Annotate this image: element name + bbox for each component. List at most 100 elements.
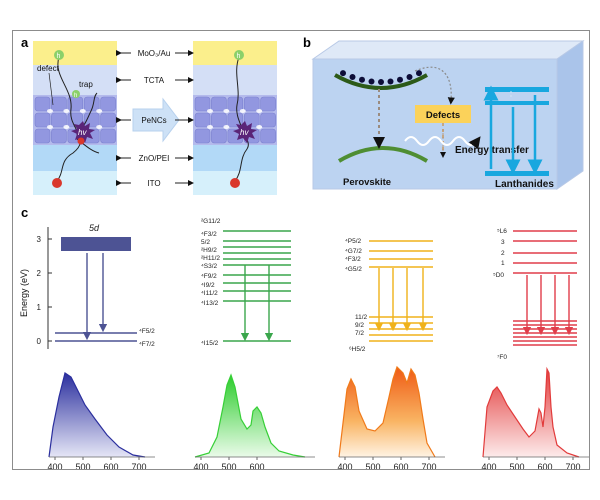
hole-carrier xyxy=(54,50,64,60)
tb-level-label: ⁴I9/2 xyxy=(201,282,215,289)
spectrum-fill xyxy=(483,369,579,457)
nanocrystal xyxy=(51,96,67,112)
spectrum-tick-label: 600 xyxy=(393,462,408,469)
svg-text:h: h xyxy=(237,53,241,60)
spectrum-tick-label: 600 xyxy=(103,462,118,469)
layer-label: MoO₃/Au xyxy=(138,49,171,58)
electron-dot xyxy=(397,76,403,83)
nanocrystal xyxy=(51,128,67,144)
defect-site xyxy=(223,125,230,129)
defect-label: defect xyxy=(37,64,60,73)
electron-dot xyxy=(349,74,356,81)
nanocrystal xyxy=(211,128,227,144)
ce-5d-label: 5d xyxy=(89,223,100,233)
defect-site xyxy=(256,125,263,129)
spectrum-tick-label: 600 xyxy=(249,462,264,469)
spectrum-tick-label: 400 xyxy=(481,462,496,469)
nanocrystal xyxy=(211,112,227,128)
hv-label-left: hv xyxy=(78,128,87,137)
sm-level-label: ⁴G7/2 xyxy=(345,248,362,255)
nanocrystal xyxy=(100,128,116,144)
box-front xyxy=(312,58,558,190)
electron-dot xyxy=(340,70,346,77)
nanocrystal xyxy=(51,112,67,128)
spectrum-tick-label: 600 xyxy=(537,462,552,469)
nanocrystal xyxy=(227,112,244,128)
layer-label: PeNCs xyxy=(141,116,166,125)
energy-axis-label: Energy (eV) xyxy=(19,269,29,317)
defect-site xyxy=(239,109,246,113)
spectrum-fill xyxy=(339,367,435,457)
electron-dot xyxy=(406,74,413,81)
nanocrystal xyxy=(243,112,260,128)
energy-tick-label: 1 xyxy=(37,303,42,312)
nanocrystal xyxy=(243,96,260,112)
defect-site xyxy=(256,109,263,113)
panel-a-letter: a xyxy=(21,35,29,50)
defects-label: Defects xyxy=(426,110,460,121)
eu-level-label: 3 xyxy=(501,239,505,246)
eu-level-label: ⁷F0 xyxy=(497,354,507,361)
spectrum-line xyxy=(48,372,146,458)
spectrum-tick-label: 700 xyxy=(565,462,580,469)
nanocrystal xyxy=(211,96,227,112)
nanocrystal xyxy=(34,128,51,144)
sm-level-label: ⁴G5/2 xyxy=(345,266,362,273)
tb-level-label: ⁴F9/2 xyxy=(201,273,217,280)
tb-level-label: ²H9/2 xyxy=(201,247,217,254)
tb-level-label: ⁴F3/2 xyxy=(201,231,217,238)
nanocrystal xyxy=(34,96,51,112)
spectrum-tick-label: 400 xyxy=(47,462,62,469)
nanocrystal xyxy=(194,128,211,144)
defect-site xyxy=(63,109,70,113)
energy-tick-label: 3 xyxy=(37,235,42,244)
conduction-band-curve xyxy=(334,73,428,90)
ce-energy-diagram: 5d ⁴F5/2 ⁴F7/2 xyxy=(55,223,155,348)
spectrum-tick-label: 700 xyxy=(131,462,146,469)
panel-c-letter: c xyxy=(21,205,28,220)
device-stack-left xyxy=(33,41,117,195)
energy-tick-label: 2 xyxy=(37,269,42,278)
sm-level-label: 9/2 xyxy=(355,322,364,329)
layer-label: ZnO/PEI xyxy=(139,154,170,163)
nanocrystal xyxy=(194,112,211,128)
nanocrystal xyxy=(100,112,116,128)
spectrum-tick-label: 400 xyxy=(193,462,208,469)
electron-dot xyxy=(368,78,375,85)
spectrum-tick-label: 500 xyxy=(509,462,524,469)
tb-level-label: ²G11/2 xyxy=(201,218,221,225)
energy-transfer-wave xyxy=(404,136,481,150)
box-side xyxy=(556,40,584,190)
eu-level-label: ⁵L6 xyxy=(497,228,507,235)
sm-level-label: ⁶H5/2 xyxy=(349,346,366,353)
defect-site xyxy=(47,109,53,113)
sm-level-label: ⁴P5/2 xyxy=(345,238,362,245)
box-top xyxy=(311,40,585,60)
spectrum-tick-label: 500 xyxy=(365,462,380,469)
sm-level-label: 11/2 xyxy=(355,314,368,321)
electron-dot xyxy=(359,76,365,83)
nanocrystal xyxy=(100,96,116,112)
tb-level-label: ⁴I11/2 xyxy=(201,290,218,297)
svg-text:h: h xyxy=(74,93,77,99)
ce-4f52-label: ⁴F5/2 xyxy=(139,328,155,335)
defect-site xyxy=(47,125,53,129)
hv-label-right: hv xyxy=(240,128,249,137)
electron-dot xyxy=(378,79,384,85)
nanocrystal xyxy=(260,128,276,144)
defect-site xyxy=(96,125,103,129)
transition-arrow xyxy=(132,97,180,143)
layer-label: ITO xyxy=(147,179,160,188)
nanocrystal-grid xyxy=(34,96,276,144)
defect-site xyxy=(223,109,230,113)
tb-level-label: ⁴S3/2 xyxy=(201,263,218,270)
